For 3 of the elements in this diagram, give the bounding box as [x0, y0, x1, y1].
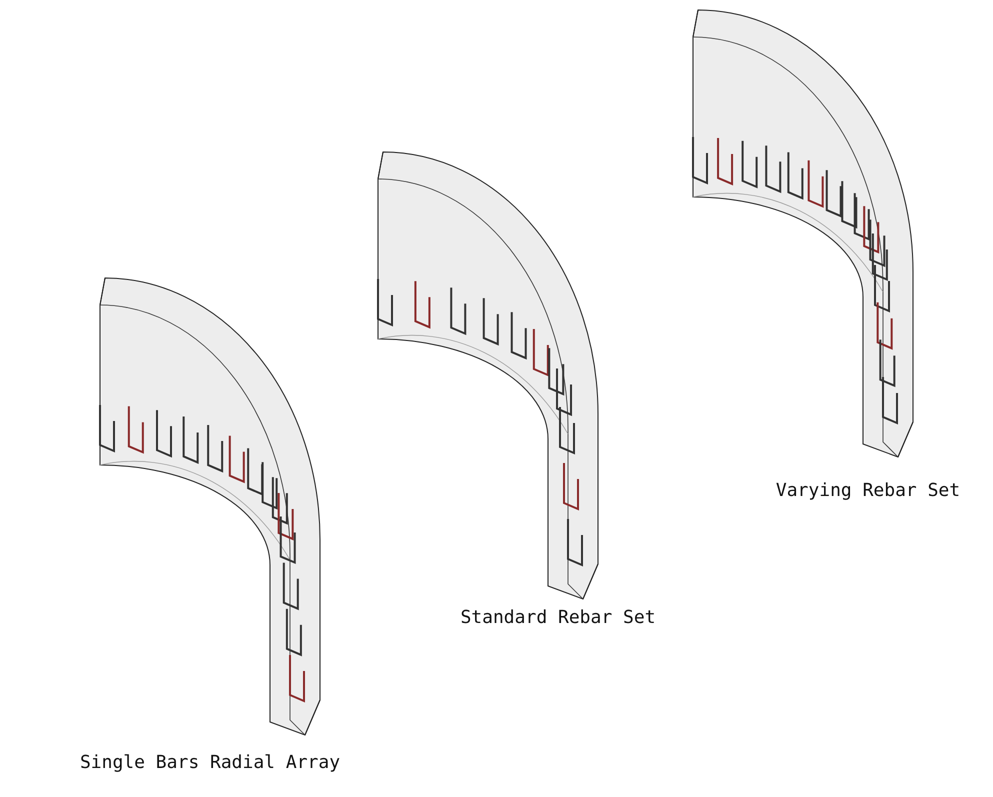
drawing-caption: Varying Rebar Set	[776, 480, 960, 501]
drawing-caption: Standard Rebar Set	[460, 607, 656, 628]
drawing-caption: Single Bars Radial Array	[80, 752, 340, 773]
